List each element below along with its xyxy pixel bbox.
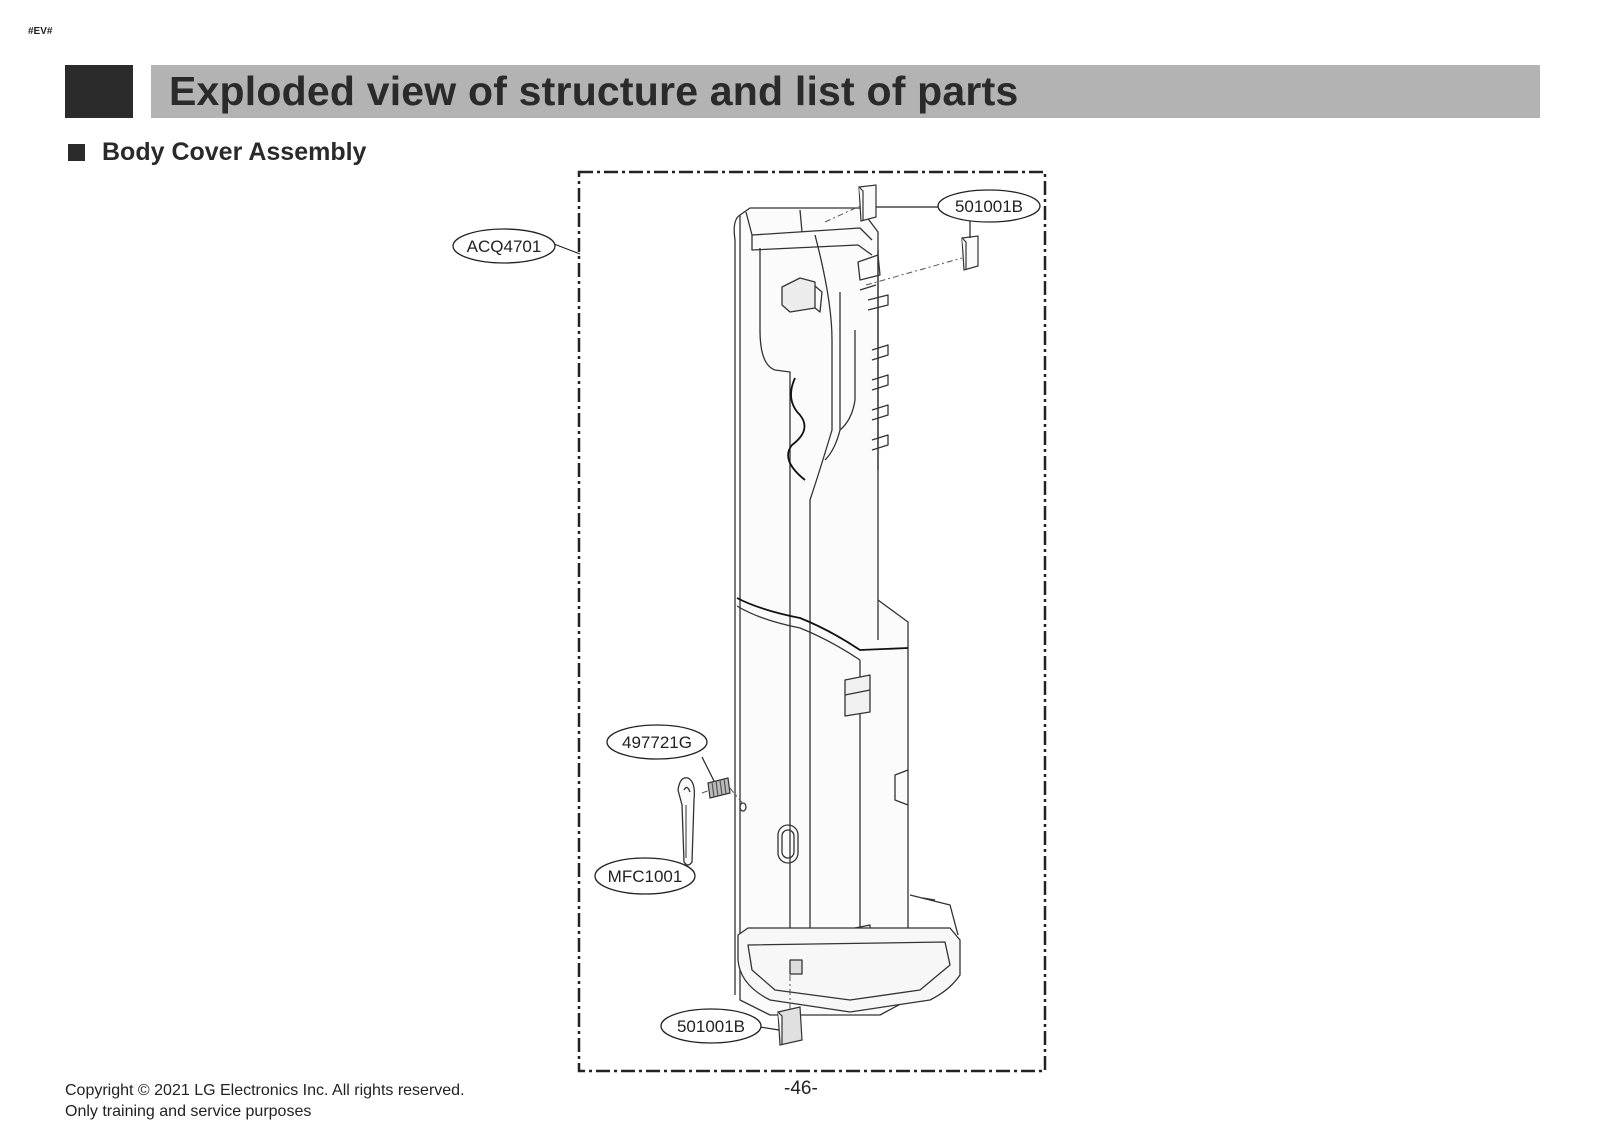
- body-cover-drawing: [733, 207, 961, 1016]
- title-marker-block: [65, 65, 133, 118]
- purpose-text: Only training and service purposes: [65, 1103, 312, 1120]
- diagram-frame: [577, 170, 1047, 1073]
- section-heading: Body Cover Assembly: [68, 138, 366, 167]
- document-tag: #EV#: [28, 26, 53, 37]
- copyright-text: Copyright © 2021 LG Electronics Inc. All…: [65, 1082, 465, 1099]
- exploded-guide-lines: [701, 205, 963, 1012]
- page-title: Exploded view of structure and list of p…: [169, 68, 1019, 114]
- callout-label: ACQ4701: [467, 237, 542, 256]
- callout-501001b-bottom: 501001B: [660, 1008, 762, 1044]
- pin-part: [677, 777, 696, 866]
- callout-501001b-top: 501001B: [937, 189, 1041, 223]
- callout-label: 501001B: [955, 197, 1023, 216]
- callout-label: 501001B: [677, 1017, 745, 1036]
- callout-label: MFC1001: [608, 867, 683, 886]
- callout-mfc1001: MFC1001: [594, 857, 696, 895]
- page-number: -46-: [784, 1078, 818, 1099]
- title-bar: Exploded view of structure and list of p…: [151, 65, 1540, 118]
- callout-acq4701: ACQ4701: [452, 228, 556, 264]
- spring-part: [707, 777, 731, 799]
- callout-label: 497721G: [622, 733, 692, 752]
- callout-497721g: 497721G: [606, 724, 708, 760]
- section-title: Body Cover Assembly: [102, 138, 367, 166]
- square-bullet-icon: [68, 144, 85, 161]
- footer-copyright: Copyright © 2021 LG Electronics Inc. All…: [65, 1080, 465, 1122]
- pad-parts: [777, 184, 979, 1046]
